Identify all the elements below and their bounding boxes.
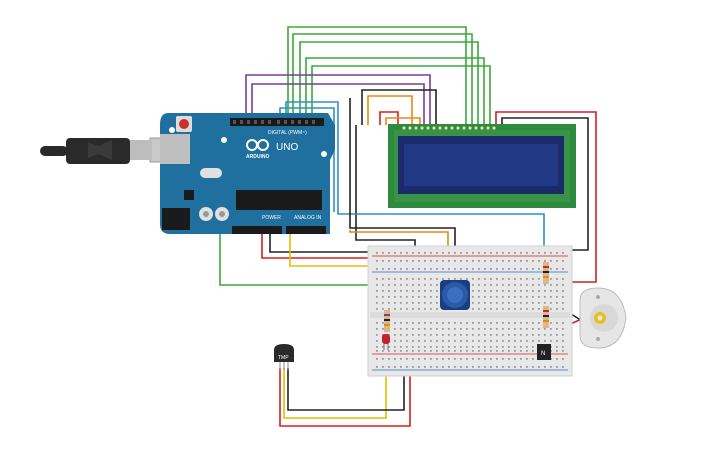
wire-purple-1[interactable] [245, 74, 431, 125]
potentiometer[interactable] [440, 280, 470, 310]
lcd-pins [402, 126, 496, 130]
led[interactable] [382, 334, 390, 350]
usb-port [160, 134, 190, 164]
wire-orange-1[interactable] [367, 95, 413, 125]
wire-red-lcd[interactable] [495, 111, 597, 283]
wire-black-tmp[interactable] [287, 345, 405, 411]
arduino-model: UNO [276, 142, 298, 153]
analog-header [286, 226, 326, 234]
resistor-2[interactable] [543, 262, 549, 284]
wire-blue[interactable] [285, 101, 545, 258]
power-jack [162, 208, 190, 230]
wire-red-tmp[interactable] [279, 345, 411, 427]
lcd-module[interactable] [388, 124, 576, 208]
digital-label: DIGITAL (PWM~) [268, 130, 307, 136]
wire-green-1[interactable] [287, 26, 467, 125]
arduino-brand: ARDUINO [246, 154, 269, 160]
analog-label: ANALOG IN [294, 215, 322, 221]
dc-motor[interactable] [579, 287, 627, 349]
wire-purple-2[interactable] [251, 83, 425, 125]
wire-black-2[interactable] [355, 125, 416, 250]
crystal [200, 168, 222, 178]
arduino-logo-icon [246, 139, 269, 151]
wire-black-lcd[interactable] [501, 117, 589, 251]
wires [219, 26, 597, 427]
power-label: POWER [262, 215, 281, 221]
transistor-label: N [541, 351, 545, 357]
wire-green-2[interactable] [292, 33, 473, 125]
resistor-1[interactable] [384, 310, 390, 332]
arduino-uno-board[interactable]: DIGITAL (PWM~) ARDUINO UNO POWER ANALOG … [160, 113, 335, 234]
wire-green-5[interactable] [311, 65, 491, 125]
temperature-sensor[interactable]: TMP [274, 344, 294, 370]
resistor-3[interactable] [543, 306, 549, 328]
tmp-label: TMP [278, 355, 289, 361]
microcontroller-chip [236, 190, 322, 210]
wire-green-4[interactable] [305, 57, 485, 125]
transistor[interactable]: N [537, 344, 551, 360]
wire-yellow-tmp[interactable] [283, 345, 387, 419]
wire-black-1[interactable] [361, 89, 437, 125]
wire-black-pot[interactable] [349, 98, 456, 262]
power-header [232, 226, 282, 234]
wire-green-3[interactable] [299, 41, 479, 125]
